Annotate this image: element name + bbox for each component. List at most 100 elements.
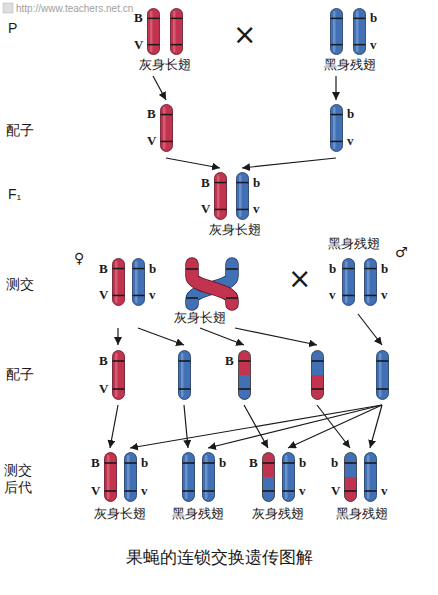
gene-letter: B — [249, 455, 258, 471]
chromosome — [105, 453, 117, 502]
chromosome-group: BVbv灰身长翅 — [80, 448, 160, 524]
chromosome — [215, 172, 227, 219]
chromosome-group: BV — [140, 100, 185, 158]
gene-letter: b — [329, 261, 336, 277]
crossing-over-pair — [186, 264, 238, 304]
watermark: http://www.teachers.net.cn — [16, 3, 133, 15]
chromosome-group: BVbv灰身长翅 — [190, 168, 280, 240]
inheritance-arrow — [244, 405, 268, 448]
gene-letter: B — [99, 353, 108, 369]
inheritance-arrow — [288, 405, 382, 448]
phenotype-label: 黑身残翅 — [314, 236, 394, 252]
phenotype-label: 灰身长翅 — [155, 310, 245, 326]
sex-symbol: ♂ — [395, 244, 408, 261]
gene-letter: v — [347, 133, 354, 149]
gene-letter: b — [381, 261, 388, 277]
chromosome-group: BV — [92, 345, 132, 405]
gene-letter: b — [149, 261, 156, 277]
inheritance-arrow — [370, 405, 382, 448]
gene-letter: B — [99, 261, 108, 277]
gene-letter: B — [91, 455, 100, 471]
row-label: 配子 — [6, 122, 34, 139]
chromosome-group: b 黑身残翅 — [160, 448, 236, 524]
generation-label: F₁ — [8, 186, 21, 203]
gene-letter: V — [134, 37, 143, 53]
chromosome-group — [366, 345, 400, 405]
gene-letter: b — [347, 106, 354, 122]
chromosome — [133, 258, 145, 305]
gene-letter: B — [147, 106, 156, 122]
gene-letter: V — [99, 287, 108, 303]
inheritance-arrow — [317, 405, 350, 448]
chromosome — [377, 351, 389, 400]
gene-letter: v — [141, 483, 148, 499]
inheritance-arrow — [130, 405, 382, 448]
chromosome — [113, 258, 125, 305]
chromosome — [345, 453, 357, 502]
chromosome — [203, 453, 215, 502]
gene-letter: b — [370, 10, 377, 26]
row-label: 测交后代 — [4, 462, 34, 496]
phenotype-label: 黑身残翅 — [320, 506, 404, 522]
gene-letter: B — [225, 353, 234, 369]
chromosome-group: Bbv灰身残翅 — [238, 448, 318, 524]
row-label: 配子 — [6, 366, 34, 383]
inheritance-arrow — [358, 314, 382, 345]
gene-letter: v — [253, 201, 260, 217]
gene-letter: v — [381, 287, 388, 303]
chromosome-group — [168, 345, 200, 405]
gene-letter: b — [253, 175, 260, 191]
chromosome — [354, 8, 366, 54]
chromosome — [113, 351, 125, 400]
gene-letter: v — [370, 37, 377, 53]
generation-label: P — [8, 20, 17, 37]
gene-letter: V — [201, 201, 210, 217]
chromosome — [365, 453, 377, 502]
phenotype-label: 黑身残翅 — [300, 57, 400, 73]
chromosome — [239, 351, 251, 400]
inheritance-arrow — [138, 328, 184, 345]
chromosome — [343, 258, 355, 305]
chromosome-group — [300, 345, 334, 405]
cross-symbol: × — [233, 18, 256, 52]
sex-symbol: ♀ — [74, 250, 84, 267]
chromosome-group: bv — [320, 100, 365, 158]
gene-letter: v — [299, 483, 306, 499]
chromosome-group: ♀ BVbv 灰身长翅 — [70, 250, 255, 328]
chromosome-group: bVv黑身残翅 — [320, 448, 404, 524]
gene-letter: v — [329, 287, 336, 303]
chromosome — [237, 172, 249, 219]
chromosome — [161, 104, 173, 151]
gene-letter: V — [99, 381, 108, 397]
phenotype-label: 灰身长翅 — [120, 57, 210, 73]
gene-letter: V — [331, 483, 340, 499]
chromosome-group: BV 灰身长翅 — [120, 6, 210, 76]
gene-letter: b — [219, 455, 226, 471]
chromosome — [263, 453, 275, 502]
phenotype-label: 灰身长翅 — [190, 222, 280, 238]
inheritance-arrow — [208, 405, 382, 448]
chromosome — [331, 104, 343, 151]
inheritance-arrow — [117, 328, 118, 345]
chromosome-group: B — [218, 345, 258, 405]
figure-caption: 果蝇的连锁交换遗传图解 — [0, 548, 438, 568]
chromosome — [365, 258, 377, 305]
chromosome — [125, 453, 137, 502]
inheritance-arrow — [242, 158, 336, 168]
chromosome — [183, 453, 195, 502]
chromosome-group: 黑身残翅♂bvbv — [314, 234, 410, 314]
inheritance-arrow — [235, 328, 317, 345]
phenotype-label: 黑身残翅 — [160, 506, 236, 522]
inheritance-arrow — [153, 76, 166, 100]
gene-letter: B — [134, 10, 143, 26]
inheritance-arrow — [200, 328, 244, 345]
gene-letter: v — [149, 287, 156, 303]
gene-letter: b — [141, 455, 148, 471]
gene-letter: V — [91, 483, 100, 499]
gene-letter: b — [299, 455, 306, 471]
chromosome — [179, 351, 191, 400]
inheritance-arrow — [184, 405, 188, 448]
